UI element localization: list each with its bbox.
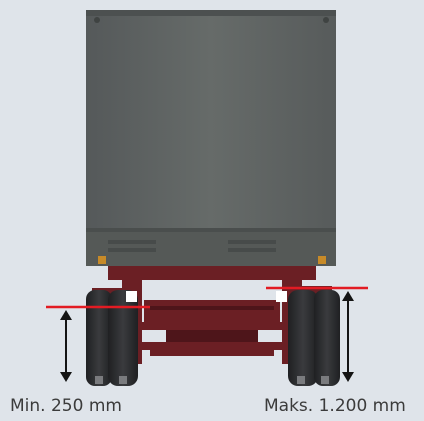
- min-height-arrow-icon: [60, 310, 72, 382]
- max-height-label: Maks. 1.200 mm: [264, 396, 406, 416]
- min-height-label: Min. 250 mm: [10, 396, 122, 416]
- white-square-marker-icon: [276, 291, 287, 302]
- white-square-marker-icon: [126, 291, 137, 302]
- max-height-arrow-icon: [342, 291, 354, 382]
- container-body: [86, 10, 336, 266]
- wheels: [86, 290, 340, 386]
